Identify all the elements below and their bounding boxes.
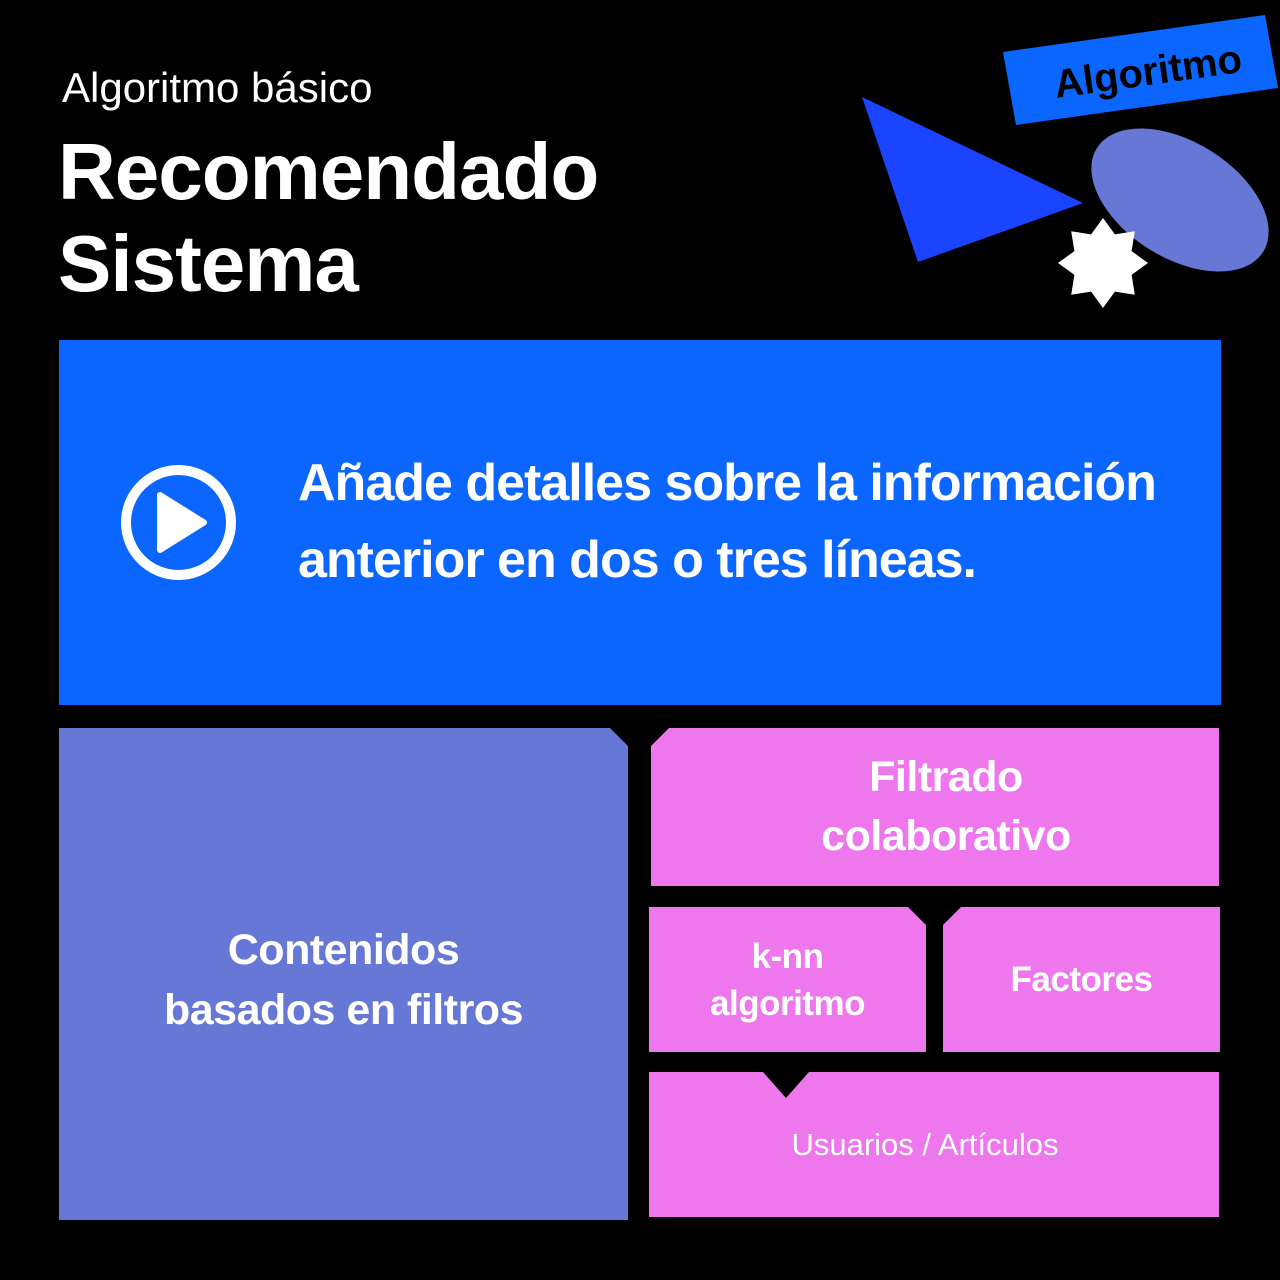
subtitle: Algoritmo básico	[62, 64, 373, 111]
block-label: Contenidos	[227, 926, 460, 974]
triangle-shape	[862, 97, 1083, 262]
intro-line: Añade detalles sobre la información	[298, 454, 1157, 512]
block-label: Usuarios / Artículos	[791, 1126, 1059, 1162]
decorations: Algoritmo	[862, 15, 1278, 308]
block-label: algoritmo	[710, 983, 865, 1023]
star-icon	[1058, 218, 1148, 308]
knn-algorithm-box: k-nn algoritmo	[649, 907, 926, 1052]
block-label: basados en filtros	[164, 986, 523, 1034]
block-label: colaborativo	[821, 812, 1071, 860]
intro-text: Añade detalles sobre la información ante…	[298, 445, 1157, 599]
block-label: Factores	[1010, 960, 1153, 999]
page-title: Recomendado Sistema	[58, 126, 599, 310]
intro-box: Añade detalles sobre la información ante…	[59, 340, 1221, 705]
content-based-filtering-box: Contenidos basados en filtros	[59, 728, 628, 1220]
factors-box: Factores	[943, 907, 1220, 1052]
play-circle-icon	[121, 465, 236, 580]
collaborative-filtering-box: Filtrado colaborativo	[651, 728, 1219, 886]
block-label: k-nn	[751, 936, 824, 976]
intro-line: anterior en dos o tres líneas.	[298, 531, 977, 589]
tag-shape	[1003, 15, 1278, 125]
title-line: Recomendado	[58, 127, 599, 216]
title-line: Sistema	[58, 219, 359, 308]
users-items-box: Usuarios / Artículos	[649, 1072, 1219, 1217]
ellipse-shape	[1091, 128, 1269, 272]
block-label: Filtrado	[869, 753, 1023, 801]
